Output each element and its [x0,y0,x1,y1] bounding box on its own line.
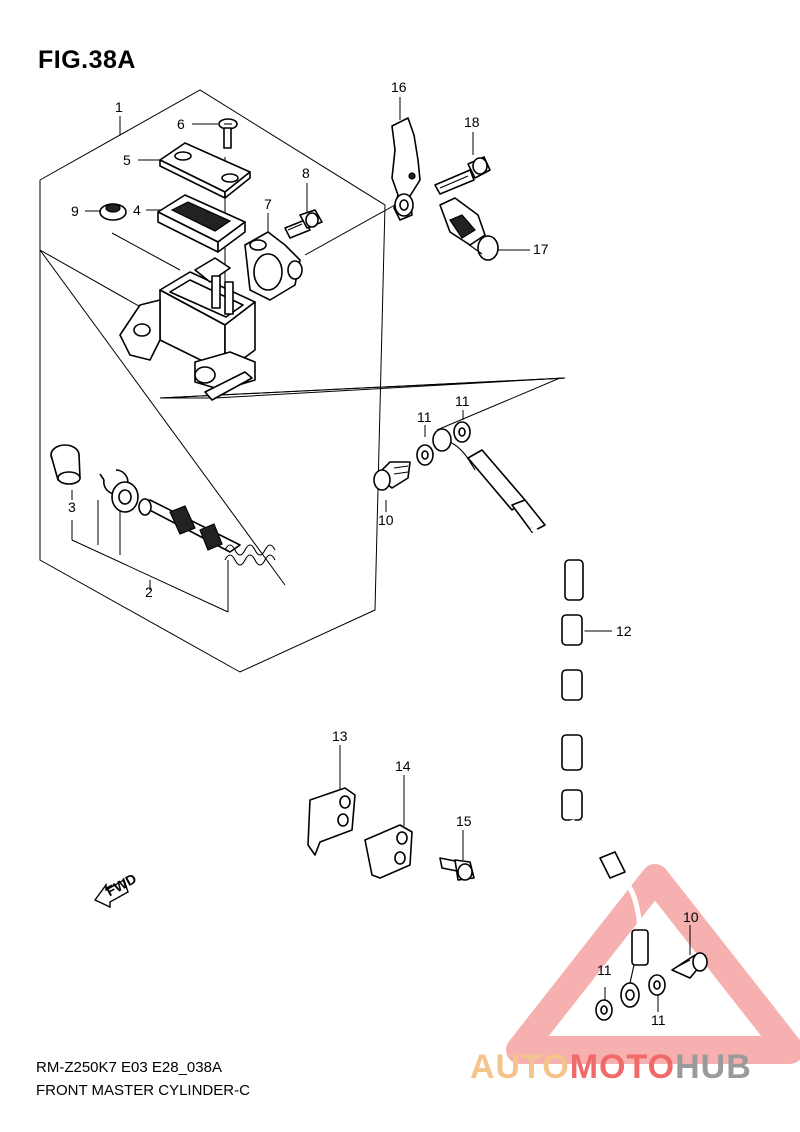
callout-13: 13 [332,728,348,744]
figure-caption: FRONT MASTER CYLINDER-C [36,1082,250,1099]
callout-1: 1 [115,99,123,115]
callout-7: 7 [264,196,272,212]
callout-12: 12 [616,623,632,639]
callout-6: 6 [177,116,185,132]
part-4-diaphragm [157,194,246,253]
part-5-reservoir-cap [159,142,251,199]
part-7-clamp [244,231,303,301]
callout-2: 2 [145,584,153,600]
part-15-bolt [439,857,475,881]
callout-14: 14 [395,758,411,774]
assembly-box [39,89,566,673]
part-12-brake-hose [432,428,649,1008]
part-10-banjo-bolt-upper [373,461,411,491]
part-18-bolt [434,156,491,195]
part-2-piston-set [138,498,276,566]
watermark-triangle [506,864,800,1064]
part-13-clamp [307,787,356,856]
part-17-switch [439,197,499,261]
callout-3: 3 [68,499,76,515]
part-10-banjo-bolt-lower [671,952,708,979]
callout-5: 5 [123,152,131,168]
watermark-part1: AUTO [470,1048,570,1086]
part-11-washers-upper [416,421,471,466]
callout-17: 17 [533,241,549,257]
model-code: RM-Z250K7 E03 E28_038A [36,1059,222,1076]
callout-11-upper-b: 11 [455,393,470,409]
callout-9: 9 [71,203,79,219]
master-cylinder-body [119,257,256,401]
callout-11-lower-a: 11 [597,962,612,978]
fwd-arrow-icon: FWD [93,870,139,909]
washer-2 [111,481,139,513]
callout-16: 16 [391,79,407,95]
callout-15: 15 [456,813,472,829]
callout-18: 18 [464,114,480,130]
callout-10-upper: 10 [378,512,394,528]
callout-11-upper-a: 11 [417,409,432,425]
callout-4: 4 [133,202,141,218]
callout-numbers: 1 6 5 4 9 7 8 16 18 17 3 2 10 11 11 12 1… [68,79,699,1028]
figure-title: FIG.38A [38,46,136,74]
watermark-part2: MOTO [569,1048,676,1086]
part-9-plate [99,203,127,221]
part-11-washers-lower [595,974,666,1021]
part-8-bolt [284,209,323,239]
part-3-boot [50,444,81,485]
callout-8: 8 [302,165,310,181]
watermark-part3: HUB [675,1048,752,1086]
callout-10-lower: 10 [683,909,699,925]
part-14-bracket [364,824,413,879]
part-16-lever [391,117,421,221]
watermark-logo: AUTOMOTOHUB [470,1048,752,1087]
callout-11-lower-b: 11 [651,1012,666,1028]
part-6-screw [218,118,238,149]
